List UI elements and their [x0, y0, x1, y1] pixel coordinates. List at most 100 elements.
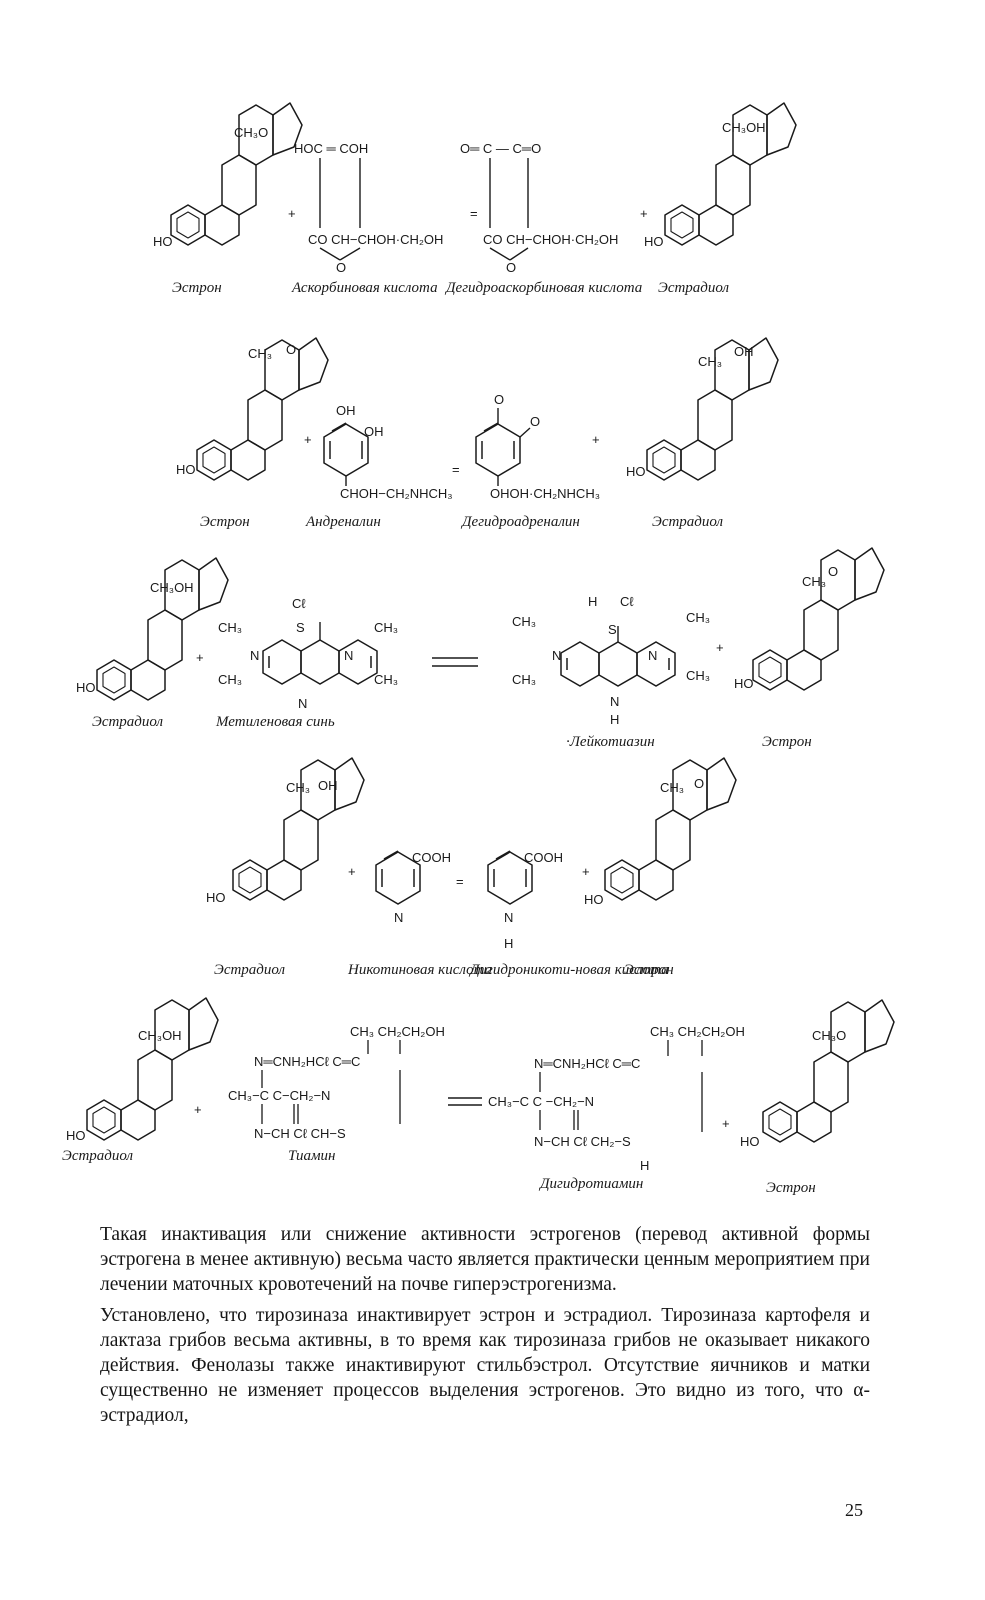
formula-label: HO	[734, 676, 754, 691]
leucothiazine-structure	[560, 641, 676, 687]
formula-label: CH₃ CH₂CH₂OH	[350, 1024, 445, 1039]
formula-label: N═CNH₂HCℓ C═C	[534, 1056, 640, 1071]
reaction-4: CH₃ OH HO + COOH N = COOH N H + CH₃ O HO…	[206, 757, 737, 978]
formula-label: S	[608, 622, 617, 637]
page-number: 25	[845, 1500, 863, 1520]
formula-label: OH	[364, 424, 384, 439]
compound-label: Эстрадиол	[92, 714, 164, 730]
plus-sign: +	[348, 864, 356, 879]
formula-label: CH₃ CH₂CH₂OH	[650, 1024, 745, 1039]
plus-sign: +	[304, 432, 312, 447]
plus-sign: +	[194, 1102, 202, 1117]
formula-label: CH₃O	[812, 1028, 846, 1043]
compound-label: Эстрон	[762, 734, 812, 750]
formula-label: OH	[336, 403, 356, 418]
formula-label: CH₃OH	[150, 580, 194, 595]
plus-sign: +	[716, 640, 724, 655]
formula-label: CH₃−C C −CH₂−N	[488, 1094, 594, 1109]
formula-label: CH₃	[512, 614, 536, 629]
formula-label: O	[530, 414, 540, 429]
compound-label: Дигидротиамин	[538, 1176, 643, 1192]
compound-label: Эстрадиол	[658, 280, 730, 296]
paragraph: Установлено, что тирозиназа инактивирует…	[100, 1305, 870, 1426]
formula-label: N−CH Cℓ CH₂−S	[534, 1134, 631, 1149]
formula-label: CH₃	[286, 780, 310, 795]
formula-label: O	[336, 260, 346, 275]
formula-label: N	[250, 648, 259, 663]
formula-label: CO CH−CHOH·CH₂OH	[308, 232, 443, 247]
thiamine-bonds	[261, 1040, 401, 1124]
formula-label: H	[640, 1158, 649, 1173]
plus-sign: +	[722, 1116, 730, 1131]
reaction-3: CH₃OH HO + Cℓ S CH₃ CH₃ CH₃ CH₃ N N N H …	[76, 547, 885, 750]
formula-label: Cℓ	[620, 594, 634, 609]
formula-label: N	[610, 694, 619, 709]
compound-label: Дегидроаскорбиновая кислота	[444, 280, 642, 296]
formula-label: CH₃	[218, 620, 242, 635]
compound-label: Эстрадиол	[214, 962, 286, 978]
formula-label: N	[504, 910, 513, 925]
formula-label: COOH	[524, 850, 563, 865]
formula-label: HO	[584, 892, 604, 907]
formula-label: HO	[176, 462, 196, 477]
formula-label: CH₃O	[234, 125, 268, 140]
formula-label: N−CH Cℓ CH−S	[254, 1126, 346, 1141]
formula-label: H	[504, 936, 513, 951]
formula-label: H	[588, 594, 597, 609]
formula-label: S	[296, 620, 305, 635]
plus-sign: +	[592, 432, 600, 447]
formula-label: O	[494, 392, 504, 407]
formula-label: N	[648, 648, 657, 663]
compound-label: Эстрон	[172, 280, 222, 296]
formula-label: N	[552, 648, 561, 663]
formula-label: O	[694, 776, 704, 791]
formula-label: O═ C — C═O	[460, 141, 541, 156]
formula-label: N═CNH₂HCℓ C═C	[254, 1054, 360, 1069]
formula-label: N	[344, 648, 353, 663]
ascorbic-structure	[319, 158, 529, 261]
reaction-5: CH₃OH HO + CH₃ CH₂CH₂OH N═CNH₂HCℓ C═C CH…	[62, 997, 895, 1196]
compound-label: Андреналин	[305, 514, 381, 530]
compound-label: Эстрадиол	[652, 514, 724, 530]
compound-label: Эстрадиол	[62, 1148, 134, 1164]
formula-label: CH₃	[374, 672, 398, 687]
compound-label: Никотиновая кислота	[347, 962, 492, 978]
formula-label: O	[286, 342, 296, 357]
formula-label: O	[506, 260, 516, 275]
formula-label: N	[298, 696, 307, 711]
formula-label: HO	[626, 464, 646, 479]
dehydroadrenaline-ring	[475, 422, 521, 477]
formula-label: OH	[734, 344, 754, 359]
formula-label: CH₃	[660, 780, 684, 795]
formula-label: CHOH−CH₂NHCH₃	[340, 486, 453, 501]
formula-label: HOC ═ COH	[294, 141, 368, 156]
formula-label: CH₃	[218, 672, 242, 687]
compound-label: Аскорбиновая кислота	[291, 280, 438, 296]
double-bond-equals	[432, 657, 478, 667]
equals-sign: =	[456, 874, 464, 889]
compound-label: Эстрон	[624, 962, 674, 978]
dihydrothiamine-bonds	[539, 1040, 703, 1132]
formula-label: CH₃	[686, 668, 710, 683]
compound-label: Метиленовая синь	[215, 714, 335, 730]
compound-label: Дегидроадреналин	[460, 514, 580, 530]
equals-sign: =	[470, 206, 478, 221]
formula-label: CO CH−CHOH·CH₂OH	[483, 232, 618, 247]
formula-label: Cℓ	[292, 596, 306, 611]
compound-label: Тиамин	[288, 1148, 336, 1164]
estrone-structure	[752, 547, 885, 691]
equals-sign: =	[452, 462, 460, 477]
compound-label: Эстрон	[200, 514, 250, 530]
compound-label: Дигидроникоти-новая кислота	[468, 962, 669, 978]
plus-sign: +	[582, 864, 590, 879]
formula-label: O	[828, 564, 838, 579]
double-bond-equals	[448, 1097, 482, 1106]
plus-sign: +	[196, 650, 204, 665]
plus-sign: +	[288, 206, 296, 221]
formula-label: CH₃−C C−CH₂−N	[228, 1088, 330, 1103]
formula-label: CH₃	[248, 346, 272, 361]
formula-label: HO	[206, 890, 226, 905]
reaction-scheme: CH₃O HO + HOC ═ COH CO CH−CHOH·CH₂OH O =…	[62, 102, 895, 1196]
estradiol-structure	[86, 997, 219, 1141]
formula-label: CH₃OH	[722, 120, 766, 135]
